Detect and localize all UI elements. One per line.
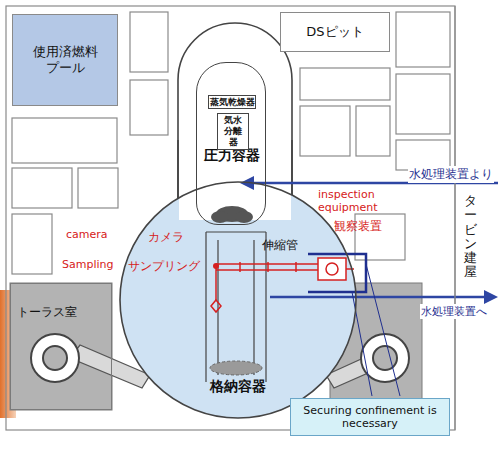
room-box: DSピット bbox=[280, 12, 390, 52]
flow-label: 水処理装置へ bbox=[420, 304, 488, 319]
building-label: タービン建屋 bbox=[464, 194, 477, 280]
debris bbox=[210, 361, 262, 375]
node-text: Securing confinement is necessary bbox=[297, 404, 443, 430]
building-outline bbox=[6, 6, 455, 430]
sampling-label: Sampling bbox=[62, 258, 114, 271]
inspection-device bbox=[318, 258, 354, 280]
torus-room: トーラス室 bbox=[10, 283, 112, 410]
node-text: 蒸気乾燥器 bbox=[210, 97, 255, 108]
pressure-vessel: 圧力容器蒸気乾燥器気水分離器 bbox=[196, 62, 266, 225]
sampling-label: サンプリング bbox=[128, 258, 200, 275]
steam-dryer: 蒸気乾燥器 bbox=[208, 95, 256, 109]
containment-vessel: 格納容器圧力容器蒸気乾燥器気水分離器 bbox=[120, 182, 356, 418]
fuel-debris bbox=[211, 206, 253, 223]
camera-label: カメラ bbox=[148, 229, 184, 246]
pedestal bbox=[206, 232, 266, 382]
node-text: 気水分離器 bbox=[220, 115, 246, 147]
storage-pool: 使用済燃料プール bbox=[12, 14, 118, 106]
torus-room-fill bbox=[10, 283, 112, 410]
device-label: 観察装置 bbox=[334, 218, 382, 235]
node-text: トーラス室 bbox=[17, 304, 107, 321]
flow-label: 水処理装置より bbox=[408, 166, 494, 183]
part-label: 伸縮管 bbox=[262, 237, 298, 254]
containment-water bbox=[120, 182, 356, 418]
node-text: DSピット bbox=[306, 24, 363, 40]
device-label: inspection equipment bbox=[318, 188, 392, 214]
camera-head bbox=[213, 263, 219, 269]
steam-separator: 気水分離器 bbox=[217, 113, 249, 150]
node-text: 使用済燃料プール bbox=[27, 44, 103, 75]
camera-label: camera bbox=[66, 228, 108, 241]
water-flow bbox=[240, 176, 498, 304]
node-text: 格納容器 bbox=[120, 378, 356, 396]
telescopic-pipe bbox=[211, 262, 318, 312]
callout-box: Securing confinement is necessary bbox=[290, 398, 450, 436]
